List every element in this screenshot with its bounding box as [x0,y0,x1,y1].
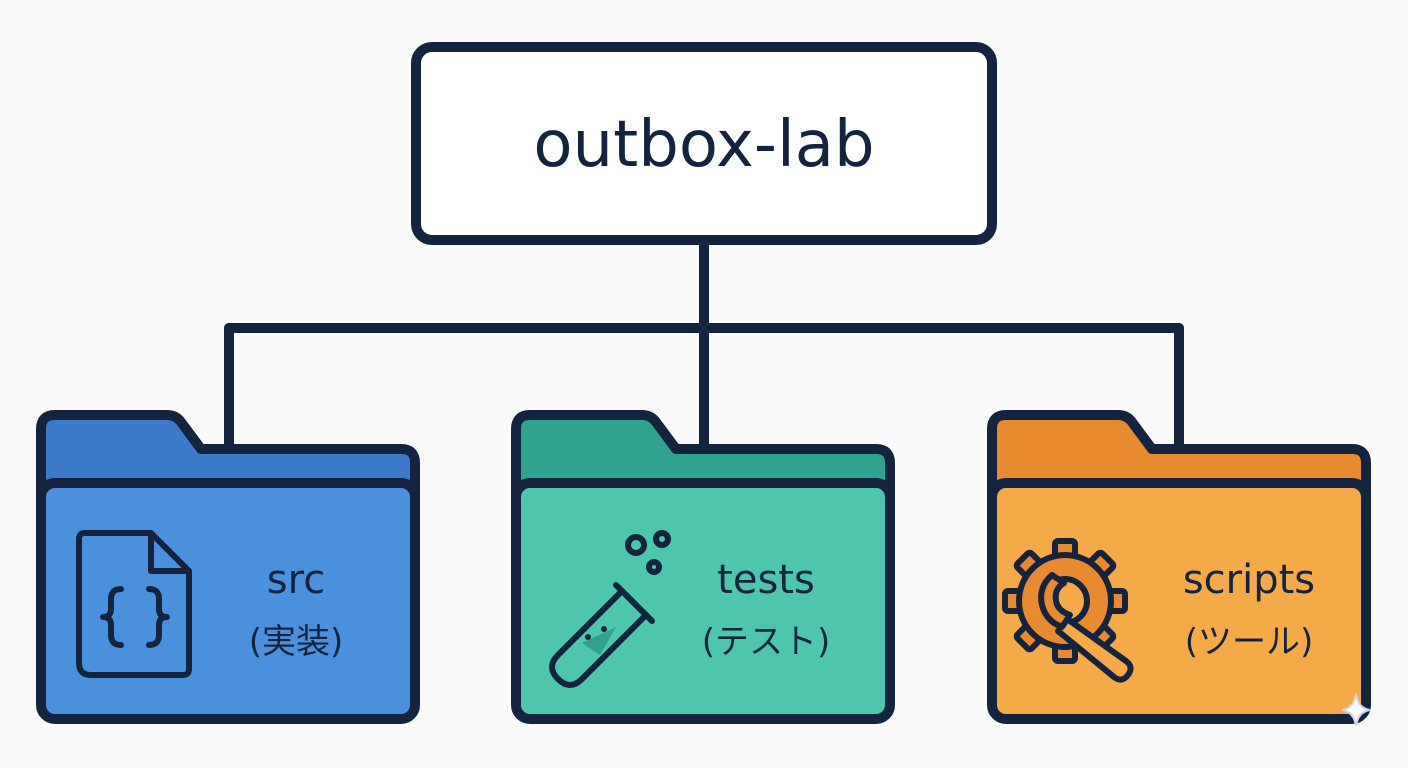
folder-label: scripts [1183,557,1315,603]
folder-src: src (実装) [36,410,420,724]
folder-label: src [267,557,325,603]
test-tube-icon [549,530,671,688]
folder-scripts: scripts (ツール) [987,410,1371,724]
root-node: outbox-lab [411,42,997,245]
root-box [411,42,997,245]
gear-wrench-icon [1002,538,1134,683]
folder-label: tests [717,557,815,603]
folder-body [987,478,1371,724]
code-file-icon [76,530,192,678]
folder-tab [987,410,1371,500]
folder-body [36,478,420,724]
folder-subtitle: (ツール) [1185,622,1314,662]
folder-tab [511,410,895,500]
folder-body [511,478,895,724]
root-label: outbox-lab [533,108,874,182]
sparkle-icon [1341,693,1371,727]
folder-subtitle: (実装) [249,622,344,662]
folder-tests: tests (テスト) [511,410,895,724]
folder-subtitle: (テスト) [702,622,831,662]
tree-connectors [224,237,1184,453]
folder-tab [36,410,420,500]
